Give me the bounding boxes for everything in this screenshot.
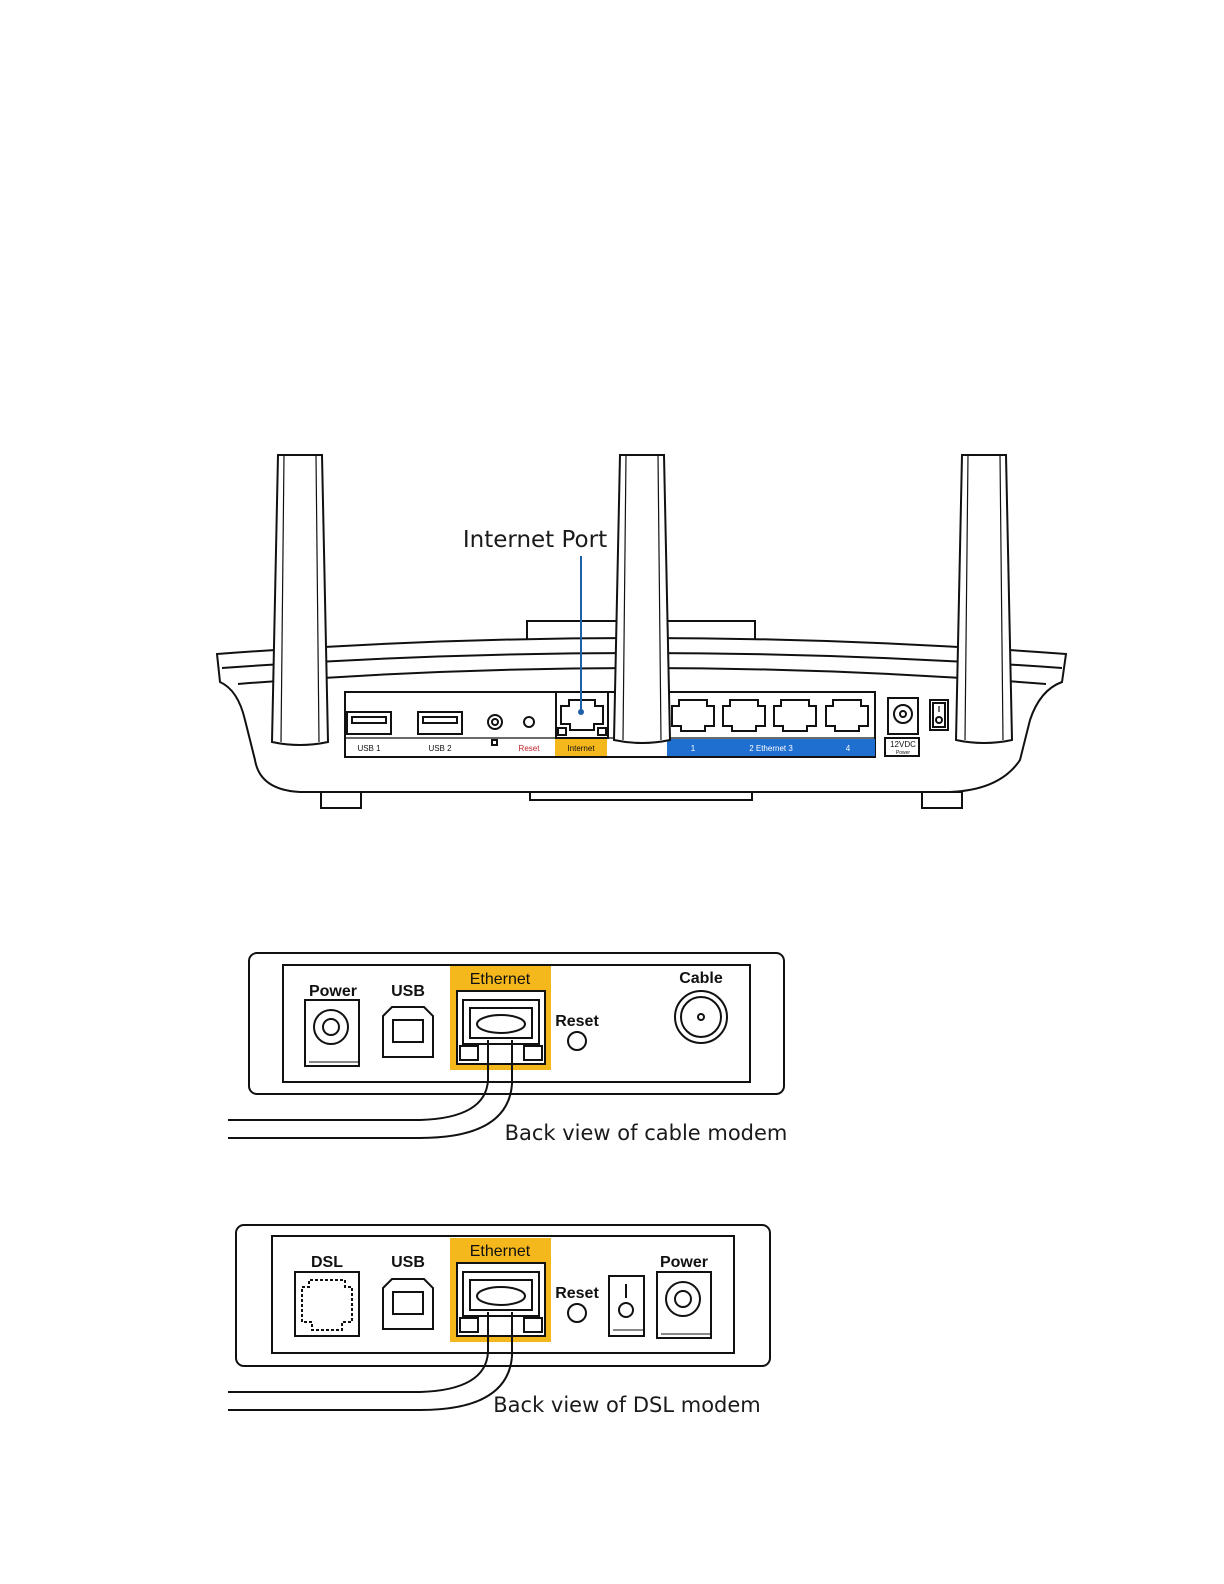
antenna-left <box>272 455 328 745</box>
reset-pinhole <box>524 717 534 727</box>
ethernet-port-1 <box>672 700 714 731</box>
dsl-reset-button <box>568 1304 586 1322</box>
cable-usb-label: USB <box>391 983 425 1000</box>
power-voltage-label: 12VDC <box>890 740 916 749</box>
usb1-port <box>347 712 391 734</box>
dsl-phone-jack <box>295 1272 359 1336</box>
usb2-port <box>418 712 462 734</box>
cable-ethernet-label: Ethernet <box>470 971 531 988</box>
cable-coax-connector <box>675 991 727 1043</box>
router-foot-left <box>321 792 361 808</box>
dsl-modem-caption: Back view of DSL modem <box>493 1393 761 1417</box>
dsl-usb-port <box>383 1279 433 1329</box>
cable-usb-port <box>383 1007 433 1057</box>
power-label: Power <box>896 750 911 756</box>
dsl-port-label: DSL <box>311 1254 343 1271</box>
router-foot-right <box>922 792 962 808</box>
cable-modem-caption: Back view of cable modem <box>505 1121 788 1145</box>
antenna-center <box>614 455 670 743</box>
cable-power-label: Power <box>309 983 357 1000</box>
reset-label: Reset <box>519 744 541 753</box>
cable-reset-label: Reset <box>555 1013 599 1030</box>
cable-plug <box>477 1015 525 1033</box>
usb2-label: USB 2 <box>428 744 452 753</box>
ethernet-port-2 <box>723 700 765 731</box>
cable-modem-back-view: Power USB Ethernet Reset Cable Back view… <box>228 953 787 1145</box>
dsl-reset-label: Reset <box>555 1285 599 1302</box>
dsl-plug <box>477 1287 525 1305</box>
eth1-label: 1 <box>691 744 696 753</box>
router-back-view: USB 1 USB 2 Reset Internet 1 2 <box>217 455 1066 808</box>
callout-dot <box>578 709 584 715</box>
eth-middle-label: 2 Ethernet 3 <box>749 744 793 753</box>
dsl-ethernet-label: Ethernet <box>470 1243 531 1260</box>
usb1-label: USB 1 <box>357 744 381 753</box>
internet-port-callout: Internet Port <box>463 527 607 553</box>
dsl-usb-label: USB <box>391 1254 425 1271</box>
ethernet-port-3 <box>774 700 816 731</box>
antenna-right <box>956 455 1012 743</box>
dsl-modem-back-view: DSL USB Ethernet Reset Power Back <box>228 1225 770 1417</box>
eth4-label: 4 <box>846 744 851 753</box>
internet-label: Internet <box>567 744 595 753</box>
dsl-power-label: Power <box>660 1254 708 1271</box>
cable-coax-label: Cable <box>679 970 723 987</box>
wps-button <box>488 715 502 729</box>
cable-reset-button <box>568 1032 586 1050</box>
ethernet-port-4 <box>826 700 868 731</box>
